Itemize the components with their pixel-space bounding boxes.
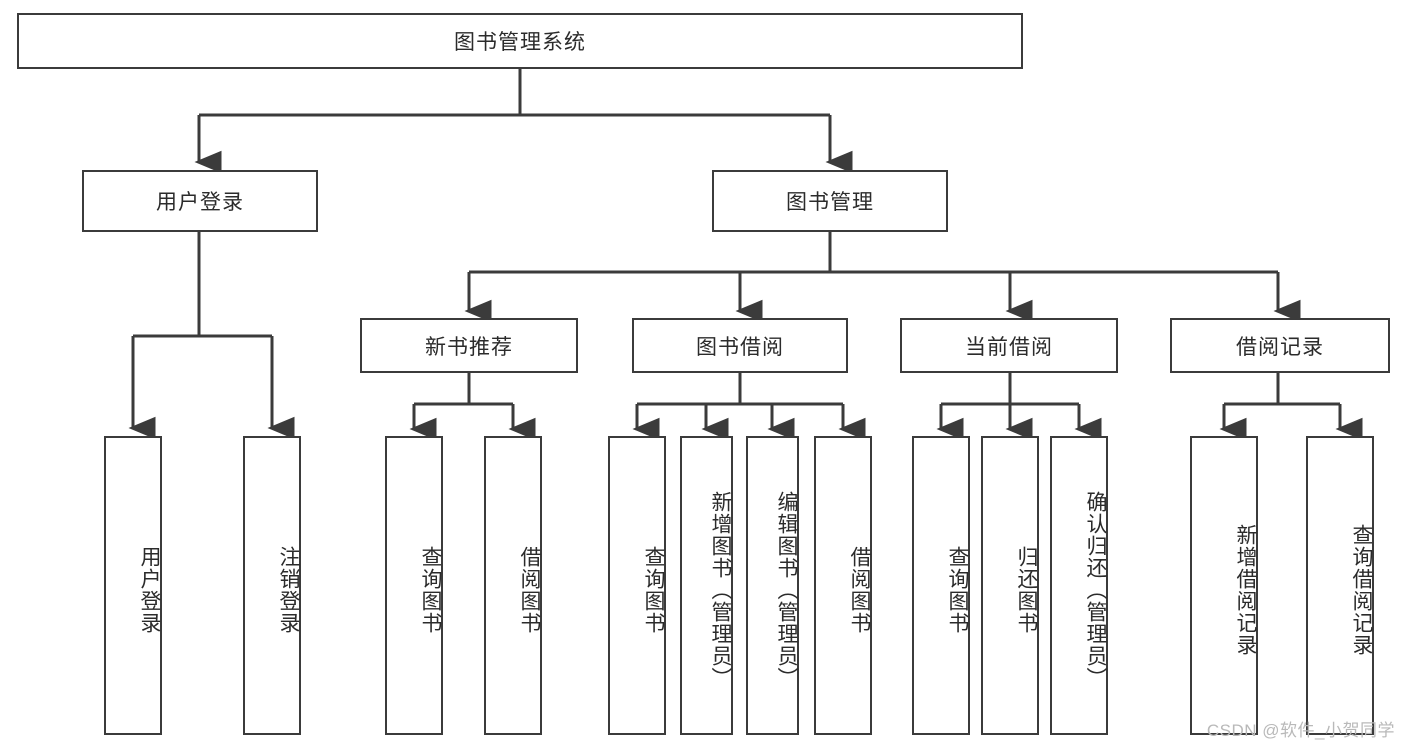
leaf-edit-book-admin[interactable]: 编辑图书（管理员） — [746, 436, 799, 735]
leaf-query-borrow-record[interactable]: 查询借阅记录 — [1306, 436, 1374, 735]
leaf-logout-label: 注销登录 — [277, 545, 300, 634]
node-borrow-record-label: 借阅记录 — [1236, 335, 1324, 359]
node-user-login-label: 用户登录 — [156, 191, 244, 214]
leaf-borrow-book-label: 借阅图书 — [848, 545, 871, 634]
leaf-add-borrow-record[interactable]: 新增借阅记录 — [1190, 436, 1258, 735]
node-current-borrow[interactable]: 当前借阅 — [900, 318, 1118, 373]
leaf-confirm-return-admin[interactable]: 确认归还（管理员） — [1050, 436, 1108, 735]
node-new-book-recommend[interactable]: 新书推荐 — [360, 318, 578, 373]
node-root[interactable]: 图书管理系统 — [17, 13, 1023, 69]
node-book-borrow-label: 图书借阅 — [696, 335, 784, 359]
leaf-query-book-borrow-label: 查询图书 — [642, 545, 665, 634]
leaf-edit-book-admin-label: 编辑图书（管理员） — [775, 490, 798, 689]
leaf-query-borrow-record-label: 查询借阅记录 — [1350, 523, 1373, 656]
node-borrow-record[interactable]: 借阅记录 — [1170, 318, 1390, 373]
node-new-book-recommend-label: 新书推荐 — [425, 335, 513, 359]
leaf-borrow-book-recommend-label: 借阅图书 — [518, 545, 541, 634]
leaf-borrow-book[interactable]: 借阅图书 — [814, 436, 872, 735]
csdn-watermark: CSDN @软件_小贺同学 — [1206, 721, 1395, 740]
leaf-add-book-admin-label: 新增图书（管理员） — [709, 490, 732, 689]
leaf-add-book-admin[interactable]: 新增图书（管理员） — [680, 436, 733, 735]
leaf-return-book-label: 归还图书 — [1015, 545, 1038, 634]
node-book-management[interactable]: 图书管理 — [712, 170, 948, 232]
leaf-return-book[interactable]: 归还图书 — [981, 436, 1039, 735]
leaf-query-book-recommend-label: 查询图书 — [419, 545, 442, 634]
leaf-query-book-current-label: 查询图书 — [946, 545, 969, 634]
leaf-logout[interactable]: 注销登录 — [243, 436, 301, 735]
node-book-management-label: 图书管理 — [786, 191, 874, 214]
leaf-query-book-recommend[interactable]: 查询图书 — [385, 436, 443, 735]
leaf-user-login[interactable]: 用户登录 — [104, 436, 162, 735]
leaf-query-book-current[interactable]: 查询图书 — [912, 436, 970, 735]
node-current-borrow-label: 当前借阅 — [965, 335, 1053, 359]
node-book-borrow[interactable]: 图书借阅 — [632, 318, 848, 373]
leaf-query-book-borrow[interactable]: 查询图书 — [608, 436, 666, 735]
node-user-login[interactable]: 用户登录 — [82, 170, 318, 232]
leaf-confirm-return-admin-label: 确认归还（管理员） — [1084, 490, 1107, 689]
node-root-label: 图书管理系统 — [454, 31, 586, 54]
leaf-add-borrow-record-label: 新增借阅记录 — [1234, 523, 1257, 656]
leaf-user-login-label: 用户登录 — [138, 545, 161, 634]
leaf-borrow-book-recommend[interactable]: 借阅图书 — [484, 436, 542, 735]
